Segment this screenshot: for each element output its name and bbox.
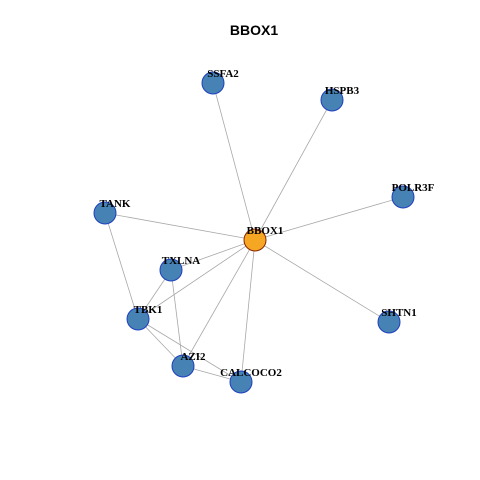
node-label: TANK (100, 198, 131, 210)
edge-bbox1-azi2 (182, 239, 256, 367)
edge-bbox1-tbk1 (137, 239, 256, 320)
node-circle[interactable] (201, 71, 225, 95)
edge-bbox1-polr3f (254, 196, 404, 241)
node-tank[interactable]: TANK (93, 198, 131, 225)
node-label: AZI2 (180, 351, 206, 363)
node-label: CALCOCO2 (220, 367, 282, 379)
node-txlna[interactable]: TXLNA (159, 255, 201, 282)
edge-tbk1-calcoco2 (137, 318, 242, 383)
node-ssfa2[interactable]: SSFA2 (201, 68, 239, 95)
node-bbox1[interactable]: BBOX1 (243, 225, 284, 252)
edge-bbox1-calcoco2 (240, 239, 256, 383)
node-label: HSPB3 (325, 85, 360, 97)
diagram-title: BBOX1 (230, 22, 278, 38)
edge-bbox1-hspb3 (254, 99, 333, 241)
node-circle[interactable] (229, 370, 253, 394)
edge-tank-tbk1 (104, 212, 139, 320)
node-shtn1[interactable]: SHTN1 (377, 307, 417, 334)
edge-bbox1-tank (104, 212, 256, 241)
node-circle[interactable] (391, 185, 415, 209)
node-circle[interactable] (243, 228, 267, 252)
node-label: SSFA2 (207, 68, 239, 80)
node-calcoco2[interactable]: CALCOCO2 (220, 367, 282, 394)
edge-bbox1-txlna (170, 239, 256, 271)
node-hspb3[interactable]: HSPB3 (320, 85, 360, 112)
node-tbk1[interactable]: TBK1 (126, 304, 163, 331)
node-circle[interactable] (126, 307, 150, 331)
node-circle[interactable] (377, 310, 401, 334)
node-circle[interactable] (320, 88, 344, 112)
node-label: TXLNA (162, 255, 201, 267)
edge-txlna-azi2 (170, 269, 184, 367)
node-circle[interactable] (159, 258, 183, 282)
node-circle[interactable] (93, 201, 117, 225)
node-label: SHTN1 (381, 307, 416, 319)
node-label: BBOX1 (247, 225, 284, 237)
edge-bbox1-ssfa2 (212, 82, 256, 241)
node-azi2[interactable]: AZI2 (171, 351, 206, 378)
node-polr3f[interactable]: POLR3F (391, 182, 435, 209)
node-label: POLR3F (392, 182, 435, 194)
node-label: TBK1 (134, 304, 163, 316)
edge-bbox1-shtn1 (254, 239, 390, 323)
node-circle[interactable] (171, 354, 195, 378)
